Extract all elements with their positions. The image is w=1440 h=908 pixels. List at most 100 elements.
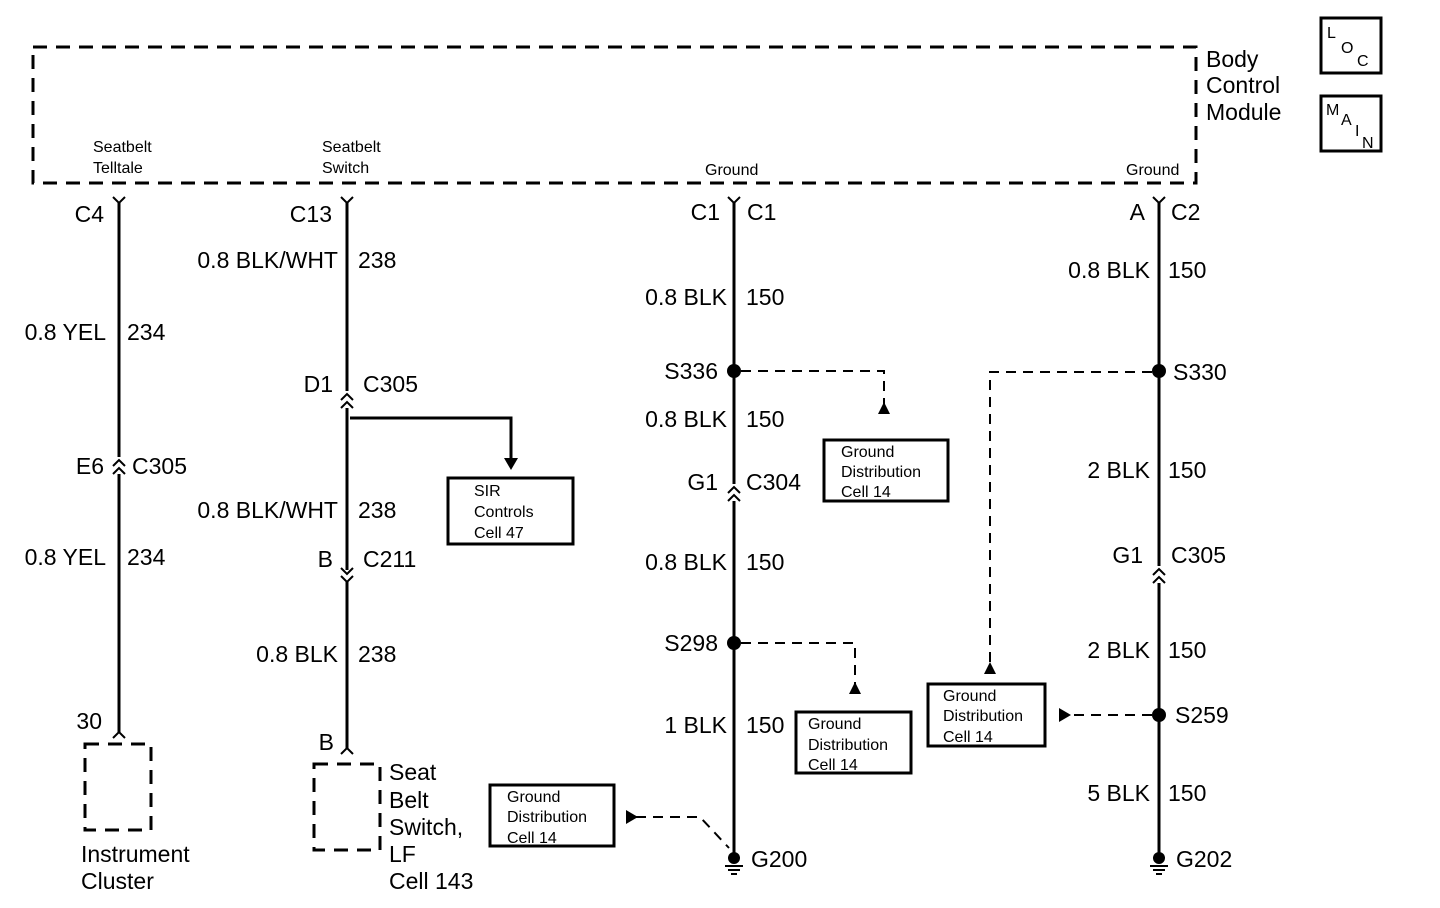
seat-belt-switch-box	[312, 762, 382, 852]
wire2-seg2-circuit: 238	[358, 497, 396, 523]
wire3-inline-pin: G1	[687, 469, 718, 495]
seat-belt-switch-label: Seat Belt Switch, LF Cell 143	[389, 759, 473, 894]
wire1-seg1-size: 0.8 YEL	[25, 319, 107, 345]
wire3-seg3-size: 0.8 BLK	[645, 549, 727, 575]
pin-label-ground-1: Ground	[705, 162, 758, 179]
instrument-cluster-label-1: Instrument	[81, 841, 190, 867]
wire2-seg1-size: 0.8 BLK/WHT	[197, 247, 338, 273]
wire3-conn-left: C1	[691, 199, 720, 225]
svg-text:Seat: Seat	[389, 759, 437, 785]
wire2-end-pin: B	[319, 729, 334, 755]
wire3-seg3-circuit: 150	[746, 549, 784, 575]
svg-text:LF: LF	[389, 841, 416, 867]
wire4-seg3-circuit: 150	[1168, 637, 1206, 663]
wire2-conn-top: C13	[290, 201, 332, 227]
wire4-seg2-circuit: 150	[1168, 457, 1206, 483]
svg-text:Body: Body	[1206, 46, 1259, 72]
wire-2	[340, 196, 518, 755]
wire3-ground: G200	[751, 846, 807, 872]
pin-label-seatbelt-telltale-1: Seatbelt	[93, 139, 152, 156]
wire3-conn-right: C1	[747, 199, 776, 225]
wire2-seg3-size: 0.8 BLK	[256, 641, 338, 667]
instrument-cluster-box	[83, 742, 153, 832]
pin-label-seatbelt-switch-1: Seatbelt	[322, 139, 381, 156]
wire4-inline-conn: C305	[1171, 542, 1226, 568]
svg-text:I: I	[1355, 123, 1359, 140]
wire4-seg4-circuit: 150	[1168, 780, 1206, 806]
wire3-seg4-size: 1 BLK	[664, 712, 727, 738]
svg-text:Distribution: Distribution	[943, 708, 1023, 725]
instrument-cluster-label-2: Cluster	[81, 868, 154, 894]
loc-icon[interactable]: L O C	[1319, 16, 1383, 75]
sir-controls-ref-box[interactable]: SIR Controls Cell 47	[446, 476, 575, 546]
svg-text:Ground: Ground	[841, 444, 894, 461]
wire2-inline2-pin: B	[318, 546, 333, 572]
svg-text:Ground: Ground	[808, 716, 861, 733]
wire1-seg2-circuit: 234	[127, 544, 166, 570]
wire3-splice2: S298	[664, 630, 718, 656]
wire4-conn-right: C2	[1171, 199, 1200, 225]
svg-text:Controls: Controls	[474, 504, 534, 521]
ground-distribution-box-3[interactable]: Ground Distribution Cell 14	[488, 783, 616, 848]
wire3-splice1: S336	[664, 358, 718, 384]
wire3-seg4-circuit: 150	[746, 712, 784, 738]
svg-text:L: L	[1327, 25, 1336, 42]
svg-text:Distribution: Distribution	[841, 464, 921, 481]
svg-text:Cell 143: Cell 143	[389, 868, 473, 894]
wire4-ground: G202	[1176, 846, 1232, 872]
wire4-seg2-size: 2 BLK	[1087, 457, 1150, 483]
svg-text:Cell 14: Cell 14	[507, 830, 557, 847]
wire4-splice1: S330	[1173, 359, 1227, 385]
wire2-inline1-pin: D1	[304, 371, 333, 397]
wire1-end-pin: 30	[76, 708, 102, 734]
module-title: Body Control Module	[1206, 46, 1281, 125]
svg-text:Cell 14: Cell 14	[943, 729, 993, 746]
wire2-seg3-circuit: 238	[358, 641, 396, 667]
wire1-conn-top: C4	[75, 201, 105, 227]
wire2-inline2-conn: C211	[363, 546, 416, 572]
svg-text:N: N	[1362, 135, 1374, 152]
wire3-seg2-size: 0.8 BLK	[645, 406, 727, 432]
wire4-inline-pin: G1	[1112, 542, 1143, 568]
body-control-module-box	[31, 45, 1198, 185]
svg-text:Distribution: Distribution	[808, 737, 888, 754]
svg-text:M: M	[1326, 102, 1339, 119]
svg-text:Control: Control	[1206, 72, 1280, 98]
wire2-seg2-size: 0.8 BLK/WHT	[197, 497, 338, 523]
svg-text:Switch,: Switch,	[389, 814, 463, 840]
wire1-seg2-size: 0.8 YEL	[25, 544, 107, 570]
svg-text:Ground: Ground	[507, 789, 560, 806]
wire3-inline-conn: C304	[746, 469, 801, 495]
wire3-seg1-size: 0.8 BLK	[645, 284, 727, 310]
wire-1	[112, 196, 126, 739]
wire1-inline-conn: C305	[132, 453, 187, 479]
wire1-seg1-circuit: 234	[127, 319, 166, 345]
wire4-seg4-size: 5 BLK	[1087, 780, 1150, 806]
wire1-inline-pin: E6	[76, 453, 104, 479]
main-icon[interactable]: M A I N	[1319, 94, 1383, 153]
pin-label-seatbelt-telltale-2: Telltale	[93, 160, 143, 177]
wire3-seg2-circuit: 150	[746, 406, 784, 432]
ground-distribution-box-4[interactable]: Ground Distribution Cell 14	[926, 682, 1047, 748]
svg-text:Distribution: Distribution	[507, 809, 587, 826]
svg-text:Ground: Ground	[943, 688, 996, 705]
wire4-seg1-circuit: 150	[1168, 257, 1206, 283]
ground-distribution-box-2[interactable]: Ground Distribution Cell 14	[794, 710, 913, 775]
svg-text:A: A	[1341, 112, 1352, 129]
wire4-seg3-size: 2 BLK	[1087, 637, 1150, 663]
wire3-seg1-circuit: 150	[746, 284, 784, 310]
wire-4	[984, 196, 1168, 875]
svg-text:Cell 14: Cell 14	[841, 484, 891, 501]
wire4-conn-left: A	[1130, 199, 1146, 225]
svg-text:Belt: Belt	[389, 787, 429, 813]
svg-text:SIR: SIR	[474, 483, 501, 500]
wire2-inline1-conn: C305	[363, 371, 418, 397]
svg-text:Cell 14: Cell 14	[808, 757, 858, 774]
wire4-splice2: S259	[1175, 702, 1229, 728]
wire2-seg1-circuit: 238	[358, 247, 396, 273]
pin-label-ground-2: Ground	[1126, 162, 1179, 179]
svg-text:O: O	[1341, 40, 1353, 57]
ground-distribution-box-1[interactable]: Ground Distribution Cell 14	[822, 438, 950, 503]
wire4-seg1-size: 0.8 BLK	[1068, 257, 1150, 283]
